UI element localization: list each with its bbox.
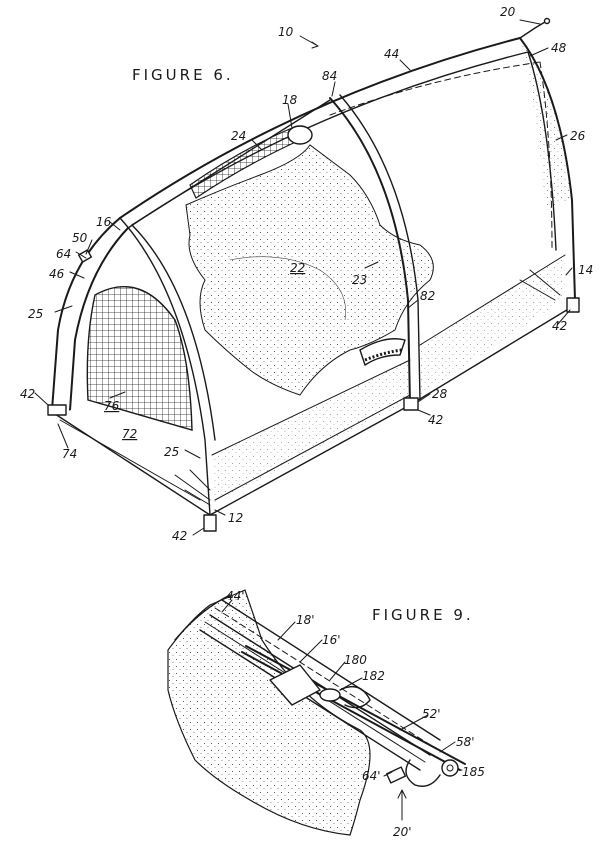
roof-seam-dashed bbox=[329, 61, 541, 116]
ref-label: 64' bbox=[362, 769, 381, 783]
ref-label: 42 bbox=[172, 529, 187, 543]
ref-label: 58' bbox=[456, 735, 475, 749]
ref-label: 64 bbox=[56, 247, 71, 261]
ref-label: 14 bbox=[578, 263, 593, 277]
ref-label: 50 bbox=[72, 231, 88, 245]
door-flap bbox=[359, 338, 406, 366]
near-end-arch-rim bbox=[119, 217, 211, 516]
ref-label: 180 bbox=[344, 653, 367, 667]
base-front-edge bbox=[51, 411, 211, 516]
ref-label: 42 bbox=[552, 319, 567, 333]
ref-label: 84 bbox=[322, 69, 337, 83]
ring-182 bbox=[319, 688, 341, 702]
ref-label: 46 bbox=[49, 267, 65, 281]
ref-label: 18 bbox=[282, 93, 298, 107]
base-side-edge bbox=[209, 404, 411, 516]
ref-label: 182 bbox=[362, 669, 385, 683]
base-far-edge bbox=[409, 304, 576, 406]
roof-ridge bbox=[119, 37, 521, 219]
ref-label: 72 bbox=[122, 427, 137, 441]
stake-foot bbox=[403, 397, 419, 411]
interior-cutaway bbox=[185, 144, 434, 396]
ridge-vent-hood bbox=[287, 125, 313, 145]
ref-label: 26 bbox=[570, 129, 586, 143]
ref-label: 82 bbox=[420, 289, 435, 303]
ref-label: 16 bbox=[96, 215, 112, 229]
ref-label: 44 bbox=[384, 47, 399, 61]
strap-180 bbox=[269, 664, 321, 706]
end-mesh-window bbox=[86, 286, 193, 431]
ref-label: 25 bbox=[28, 307, 43, 321]
figure-9-title: FIGURE 9. bbox=[372, 606, 474, 624]
ref-label: 42 bbox=[428, 413, 443, 427]
ref-label: 20 bbox=[500, 5, 516, 19]
ref-label: 42 bbox=[20, 387, 35, 401]
ref-label: 23 bbox=[352, 273, 367, 287]
ref-label: 74 bbox=[62, 447, 77, 461]
figure-9-detail bbox=[167, 589, 466, 836]
figure-6-title: FIGURE 6. bbox=[132, 66, 234, 84]
near-end-arch-rim-inner bbox=[131, 224, 216, 441]
figure-9-leaders bbox=[221, 599, 463, 821]
ref-label: 24 bbox=[231, 129, 246, 143]
ref-label: 22 bbox=[290, 261, 305, 275]
near-end-arch-inner bbox=[69, 227, 129, 411]
ref-label: 44' bbox=[226, 589, 245, 603]
ref-label: 18' bbox=[296, 613, 315, 627]
fabric-panel bbox=[167, 589, 371, 836]
ref-label: 28 bbox=[432, 387, 448, 401]
near-end-arch bbox=[51, 217, 121, 411]
stake-foot bbox=[47, 404, 67, 416]
stake-foot bbox=[566, 297, 580, 313]
ref-label: 12 bbox=[228, 511, 243, 525]
stake-foot bbox=[203, 514, 217, 532]
ref-label: 25 bbox=[164, 445, 179, 459]
base-inner-edge bbox=[59, 419, 201, 501]
ref-label: 52' bbox=[422, 707, 441, 721]
ref-label: 48 bbox=[551, 41, 567, 55]
ref-label: 185 bbox=[462, 765, 485, 779]
ref-label: 76 bbox=[104, 399, 120, 413]
ref-label: 20' bbox=[393, 825, 412, 839]
ref-label: 10 bbox=[278, 25, 294, 39]
end-cap-185 bbox=[441, 759, 459, 777]
ref-label: 16' bbox=[322, 633, 341, 647]
figure-6-tent bbox=[47, 17, 580, 532]
figure-6-leaders bbox=[34, 19, 573, 536]
labels: FIGURE 6. FIGURE 9. 10 20 48 44 84 18 24… bbox=[20, 5, 593, 839]
clip-64 bbox=[385, 766, 407, 784]
